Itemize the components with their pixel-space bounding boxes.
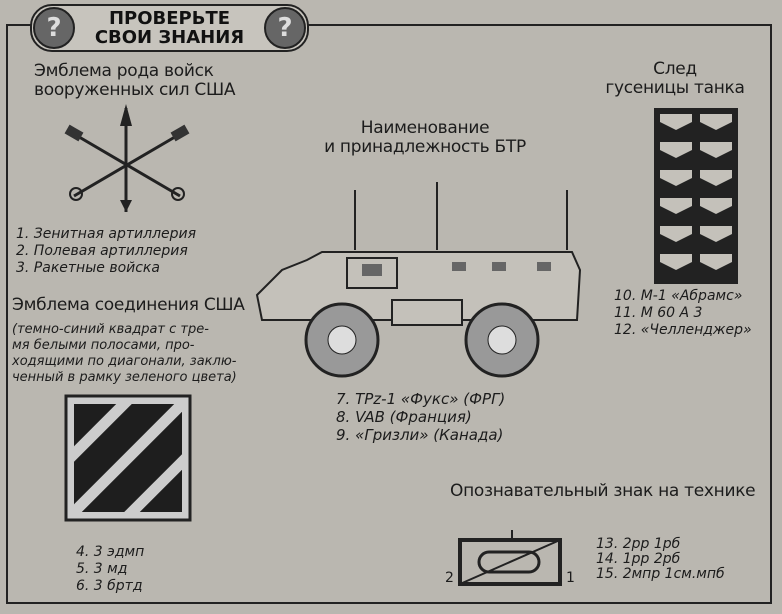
option: 5. 3 мд xyxy=(76,561,128,577)
question-mark-icon: ? xyxy=(33,7,75,49)
header-banner: ? ПРОВЕРЬТЕ СВОИ ЗНАНИЯ ? xyxy=(30,4,309,52)
branch-emblem-title: Эмблема рода войск вооруженных сил США xyxy=(34,61,236,100)
option: 2. Полевая артиллерия xyxy=(16,243,188,259)
branch-options: 1. Зенитная артиллерия 2. Полевая артилл… xyxy=(16,226,196,277)
unit-emblem-description: (темно-синий квадрат с тре- мя белыми по… xyxy=(12,322,237,386)
question-mark-icon: ? xyxy=(264,7,306,49)
option: 15. 2мпр 1см.мпб xyxy=(596,566,725,582)
header-title-line2: СВОИ ЗНАНИЯ xyxy=(94,27,245,48)
option: 14. 1рр 2рб xyxy=(596,551,681,567)
description-line: (темно-синий квадрат с тре- xyxy=(12,322,209,337)
track-title: След гусеницы танка xyxy=(585,60,765,98)
option: 3. Ракетные войска xyxy=(16,260,160,276)
title-line: Эмблема рода войск xyxy=(34,61,214,81)
description-line: ходящими по диагонали, заклю- xyxy=(12,354,237,369)
tank-track-print xyxy=(654,108,738,284)
option: 6. 3 бртд xyxy=(76,578,143,594)
divider xyxy=(305,24,770,26)
marking-options: 13. 2рр 1рб 14. 1рр 2рб 15. 2мпр 1см.мпб xyxy=(596,537,725,582)
title-line: Наименование xyxy=(360,118,490,138)
marking-title: Опознавательный знак на технике xyxy=(450,481,756,501)
option: 13. 2рр 1рб xyxy=(596,536,681,552)
track-options: 10. М-1 «Абрамс» 11. М 60 А 3 12. «Челле… xyxy=(614,288,752,339)
header-title-line1: ПРОВЕРЬТЕ xyxy=(108,8,231,29)
apc-title: Наименование и принадлежность БТР xyxy=(300,119,550,157)
crossed-cannons-missile-emblem xyxy=(64,104,190,212)
marking-label-right: 1 xyxy=(566,570,575,586)
vehicle-marking-symbol xyxy=(458,530,562,586)
header-title: ПРОВЕРЬТЕ СВОИ ЗНАНИЯ xyxy=(78,9,261,47)
page-frame xyxy=(6,24,772,604)
marking-label-left: 2 xyxy=(445,570,454,586)
title-line: гусеницы танка xyxy=(605,78,745,98)
unit-emblem-title: Эмблема соединения США xyxy=(12,295,245,315)
apc-vehicle-drawing xyxy=(255,182,582,378)
option: 1. Зенитная артиллерия xyxy=(16,226,197,242)
option: 4. 3 эдмп xyxy=(76,544,145,560)
unit-emblem-square xyxy=(64,394,192,522)
option: 12. «Челленджер» xyxy=(614,322,752,338)
apc-options: 7. TPz-1 «Фукс» (ФРГ) 8. VAB (Франция) 9… xyxy=(336,390,505,444)
option: 9. «Гризли» (Канада) xyxy=(336,426,504,444)
option: 11. М 60 А 3 xyxy=(614,305,703,321)
unit-options: 4. 3 эдмп 5. 3 мд 6. 3 бртд xyxy=(76,544,144,595)
title-line: вооруженных сил США xyxy=(34,80,236,100)
description-line: ченный в рамку зеленого цвета) xyxy=(12,370,237,385)
title-line: и принадлежность БТР xyxy=(324,137,526,157)
title-line: След xyxy=(653,59,697,79)
divider xyxy=(6,24,31,26)
description-line: мя белыми полосами, про- xyxy=(12,338,195,353)
option: 10. М-1 «Абрамс» xyxy=(614,288,743,304)
option: 8. VAB (Франция) xyxy=(336,408,472,426)
option: 7. TPz-1 «Фукс» (ФРГ) xyxy=(336,390,506,408)
